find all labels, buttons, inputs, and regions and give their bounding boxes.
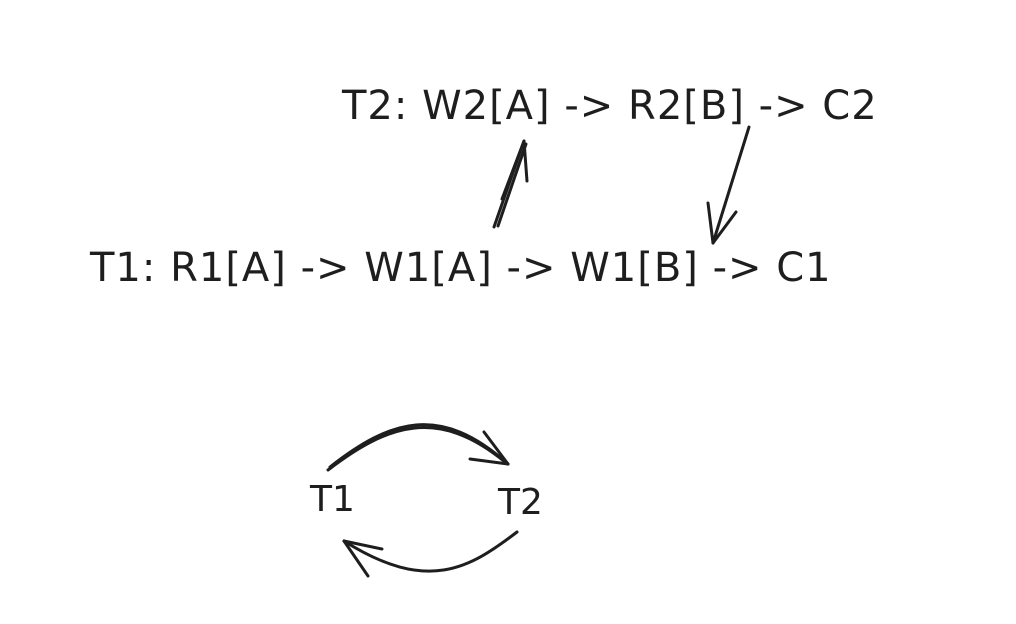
conflict-arrow-w1a-to-w2a-icon — [492, 139, 529, 229]
edge-t2-to-t1-icon — [342, 530, 519, 578]
conflict-arrow-r2b-to-w1b-icon — [706, 125, 751, 245]
transaction-t2-schedule: T2: W2[A] -> R2[B] -> C2 — [342, 83, 878, 129]
graph-node-t1: T1 — [310, 479, 355, 520]
edge-t1-to-t2-icon — [326, 423, 510, 472]
graph-node-t2: T2 — [498, 482, 543, 523]
transaction-t1-schedule: T1: R1[A] -> W1[A] -> W1[B] -> C1 — [90, 245, 832, 291]
